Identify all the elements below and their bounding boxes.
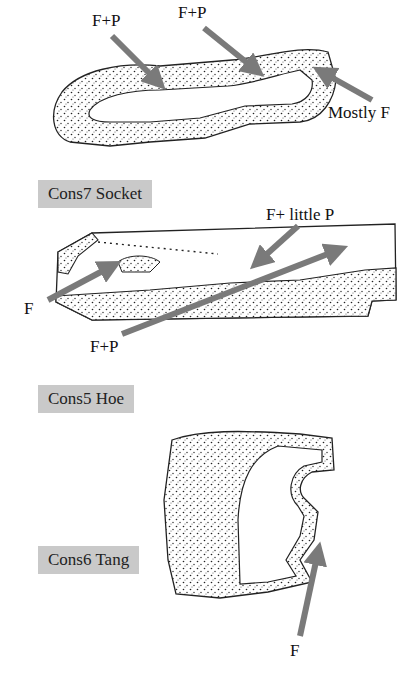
composition-label: Mostly F xyxy=(328,104,390,123)
leader-arrow xyxy=(112,36,158,82)
leader-arrow xyxy=(300,552,318,636)
composition-label: F+P xyxy=(178,4,207,23)
caption-text: Cons6 Tang xyxy=(48,550,129,569)
caption-text: Cons5 Hoe xyxy=(48,389,124,408)
caption-box: Cons7 Socket xyxy=(38,180,152,208)
caption-box: Cons6 Tang xyxy=(38,546,139,574)
caption-text: Cons7 Socket xyxy=(48,184,142,203)
leader-arrow xyxy=(48,266,112,300)
composition-label: F xyxy=(290,642,299,661)
tang-section xyxy=(164,432,334,598)
composition-label: F xyxy=(24,300,33,319)
composition-label: F+ little P xyxy=(266,206,334,225)
composition-label: F+P xyxy=(92,12,121,31)
composition-label: F+P xyxy=(90,338,119,357)
leader-arrows xyxy=(48,28,372,636)
leader-arrow xyxy=(122,250,338,334)
leader-arrow xyxy=(258,226,298,262)
leader-arrow xyxy=(322,72,372,100)
leader-arrow xyxy=(204,28,256,70)
socket-section xyxy=(54,50,336,146)
caption-box: Cons5 Hoe xyxy=(38,385,134,413)
